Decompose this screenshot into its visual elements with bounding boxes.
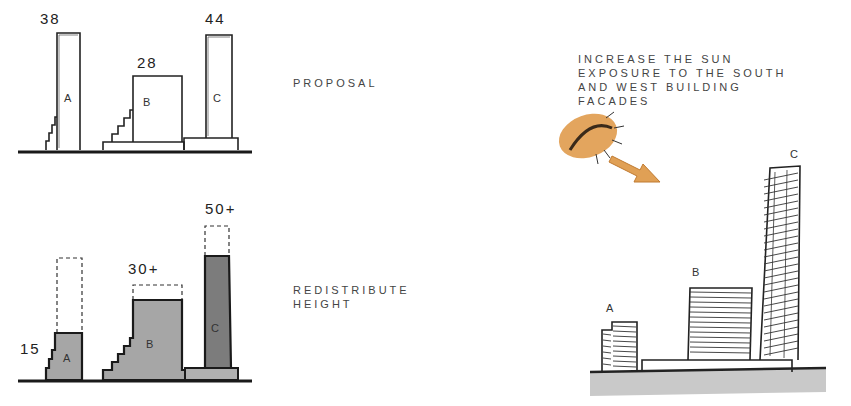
height-number: 15 xyxy=(20,340,41,357)
building-letter: A xyxy=(606,302,613,314)
sun-outline xyxy=(570,126,612,150)
building-letter: B xyxy=(146,338,153,350)
height-number: 44 xyxy=(205,10,226,27)
height-number: 50+ xyxy=(205,200,236,217)
building-letter: B xyxy=(143,96,150,108)
building-outline xyxy=(36,8,90,152)
building-block: 44C xyxy=(182,8,242,152)
height-number: 38 xyxy=(40,10,61,27)
note-label: INCREASE THE SUN EXPOSURE TO THE SOUTH A… xyxy=(578,52,816,108)
height-number: 28 xyxy=(137,54,158,71)
building-block: C xyxy=(756,146,808,372)
building-outline xyxy=(16,255,88,380)
building-block: A xyxy=(596,298,642,372)
sun-arrow xyxy=(609,156,660,182)
building-letter: A xyxy=(63,352,70,364)
building-outline xyxy=(596,298,642,372)
ground-line xyxy=(590,368,826,372)
note-label: PROPOSAL xyxy=(293,76,493,90)
height-number: 30+ xyxy=(128,260,159,277)
building-block: 15A xyxy=(16,255,88,380)
building-letter: C xyxy=(213,92,221,104)
building-block: 28B xyxy=(100,52,190,152)
ground-shading xyxy=(590,368,826,396)
building-letter: C xyxy=(211,322,219,334)
building-letter: C xyxy=(790,148,798,160)
building-block: 38A xyxy=(36,8,90,152)
ground-line xyxy=(18,151,252,154)
building-block: 30+ B xyxy=(100,258,190,380)
building-outline xyxy=(756,146,808,372)
building-block: 50+ C xyxy=(182,198,242,380)
building-outline xyxy=(182,8,242,152)
sun-rays xyxy=(596,112,624,164)
building-letter: A xyxy=(64,92,71,104)
note-label: REDISTRIBUTE HEIGHT xyxy=(293,283,443,311)
building-outline xyxy=(182,198,242,380)
building-letter: B xyxy=(692,266,699,278)
